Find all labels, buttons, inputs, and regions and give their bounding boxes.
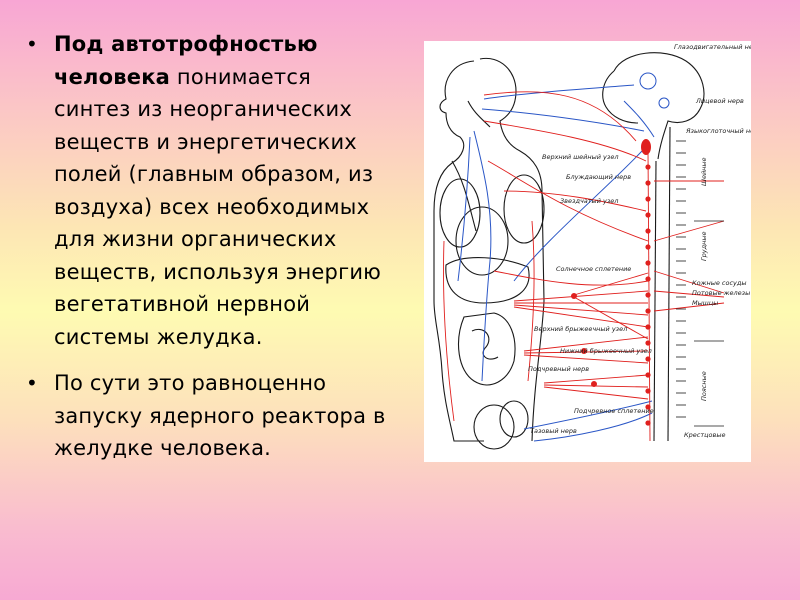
bullet-dot: • (26, 371, 38, 395)
label-superior-cervical: Верхний шейный узел (542, 153, 619, 161)
bullet-item: • По сути это равноценно запуску ядерног… (22, 367, 394, 465)
label-hypogastric-plexus: Подчревное сплетение (574, 407, 654, 415)
label-muscles: Мышцы (692, 299, 718, 307)
parasympathetic-lines (457, 72, 670, 442)
label-glossopharyngeal: Языкоглоточный нерв (685, 127, 751, 135)
bullet-bold: Под автотрофностью человека (54, 32, 318, 89)
spine-ticks (676, 140, 724, 427)
label-vagus: Блуждающий нерв (566, 173, 631, 181)
label-sacral: Крестцовые (684, 431, 725, 439)
label-thoracic: Грудные (700, 232, 708, 261)
label-superior-mesenteric: Верхний брыжеечный узел (534, 325, 627, 333)
label-skin-vessels: Кожные сосуды (692, 279, 747, 287)
label-stellate: Звездчатый узел (560, 197, 618, 205)
label-cervical: Шейные (700, 157, 708, 186)
label-solar-plexus: Солнечное сплетение (556, 265, 631, 273)
body-outline (433, 52, 705, 450)
label-inferior-mesenteric: Нижний брыжеечный узел (560, 347, 652, 355)
label-sweat-glands: Потовые железы (692, 289, 750, 297)
bullet-text: понимается синтез из неорганических веще… (54, 64, 382, 349)
label-oculomotor: Глазодвигательный нерв (674, 43, 751, 51)
autonomic-nervous-system-figure: Глазодвигательный нерв Лицевой нерв Язык… (424, 41, 751, 462)
label-pelvic: Тазовый нерв (530, 427, 577, 435)
label-facial: Лицевой нерв (695, 97, 744, 105)
label-lumbar: Поясные (700, 371, 708, 401)
text-column: • Под автотрофностью человека понимается… (22, 28, 394, 479)
bullet-text: По сути это равноценно запуску ядерного … (54, 371, 386, 460)
bullet-item: • Под автотрофностью человека понимается… (22, 28, 394, 353)
label-hypogastric: Подчревный нерв (528, 365, 589, 373)
anatomy-diagram: Глазодвигательный нерв Лицевой нерв Язык… (433, 43, 751, 450)
sympathetic-ganglia (571, 139, 651, 426)
bullet-dot: • (26, 32, 38, 56)
